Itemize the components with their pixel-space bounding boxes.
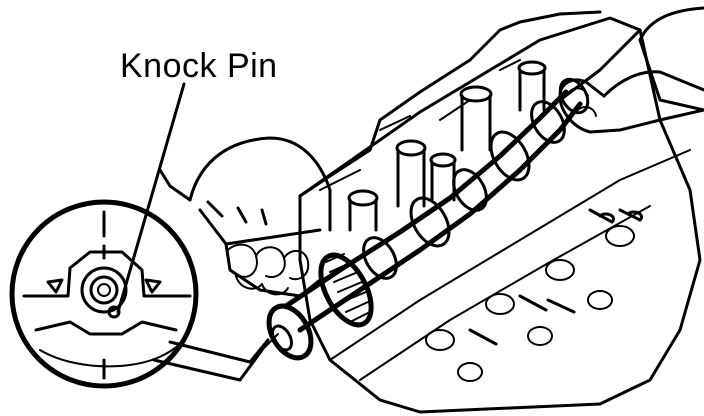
knock-pin-label: Knock Pin: [120, 47, 278, 85]
label-pointer-line: [116, 82, 186, 314]
cam-gear: [318, 252, 374, 328]
valve-lifters: [347, 60, 547, 232]
detail-inset: [9, 199, 199, 389]
callout-leader: [152, 333, 279, 382]
cylinder-head: [298, 10, 702, 414]
left-hand: [158, 136, 332, 298]
right-hand: [558, 6, 704, 134]
camshaft: [266, 77, 590, 361]
